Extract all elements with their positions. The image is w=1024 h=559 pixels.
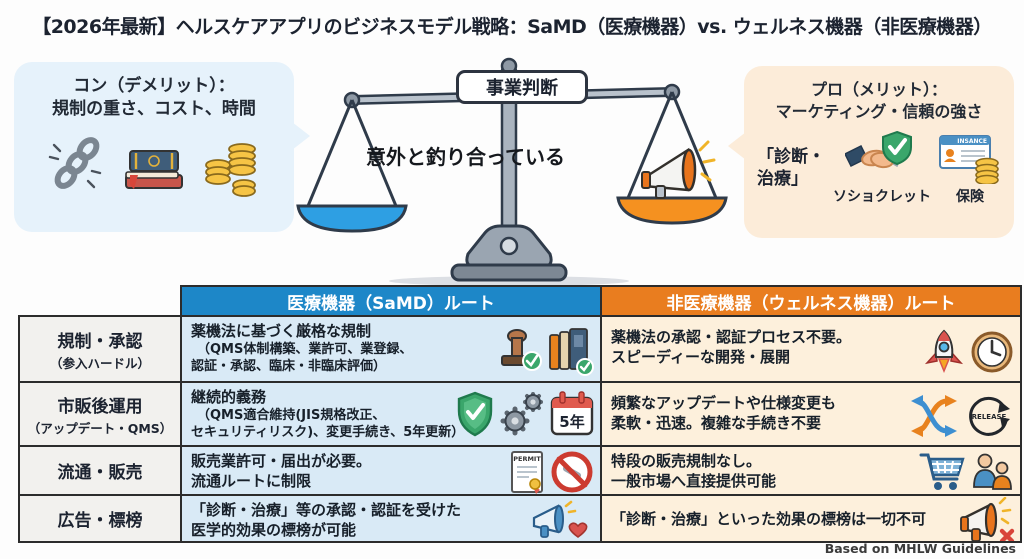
row-label-postmarket: 市販後運用 （アップデート・QMS）	[18, 381, 182, 447]
cell-regulation-samd: 薬機法に基づく厳格な規制 （QMS体制構築、業許可、業登録、 認証・承認、臨床・…	[180, 315, 602, 383]
row-label-distribution: 流通・販売	[18, 445, 182, 496]
calendar-icon: 5年	[549, 389, 595, 439]
source-note: Based on MHLW Guidelines	[824, 541, 1016, 556]
pros-content: 「診断・治療」 ソショクレット	[744, 130, 1014, 206]
books-check-icon	[548, 327, 594, 377]
insurance-label: 保険	[956, 189, 984, 206]
diagnosis-quote: 「診断・治療」	[757, 147, 825, 190]
handshake-shield-icon	[845, 130, 919, 184]
handshake-block: ソショクレット	[833, 130, 931, 206]
pros-heading-2: マーケティング・信頼の強さ	[775, 101, 983, 121]
cons-bubble: コン（デメリット）： 規制の重さ、コスト、時間	[14, 62, 310, 232]
handshake-label: ソショクレット	[833, 189, 931, 206]
balance-caption: 意外と釣り合っている	[366, 145, 565, 169]
prohibition-icon	[550, 450, 594, 494]
shuffle-arrows-icon	[911, 393, 959, 439]
megaphone-heart-icon	[532, 500, 590, 541]
svg-text:5年: 5年	[559, 413, 584, 431]
pros-bubble: プロ（メリット）： マーケティング・信頼の強さ 「診断・治療」	[728, 66, 1014, 238]
decision-label: 事業判断	[456, 70, 588, 104]
cell-postmarket-wellness: 頻繁なアップデートや仕様変更も 柔軟・迅速。複雑な手続き不要 REL	[600, 381, 1022, 447]
row-label-regulation: 規制・承認 （参入ハードル）	[18, 315, 182, 383]
insurance-block: INSANCE 保険	[939, 130, 1001, 206]
cons-icons	[14, 135, 294, 197]
svg-text:INSANCE: INSANCE	[957, 138, 987, 145]
page-title: 【2026年最新】ヘルスケアアプリのビジネスモデル戦略：SaMD（医療機器）vs…	[32, 16, 992, 38]
shopping-cart-icon	[919, 451, 967, 493]
rocket-icon	[923, 329, 965, 375]
release-cycle-icon: RELEASE	[964, 393, 1014, 439]
permit-certificate-icon: PERMIT	[509, 450, 545, 494]
header-samd-route: 医療機器（SaMD）ルート	[180, 285, 602, 317]
insurance-card-icon: INSANCE	[939, 130, 1001, 185]
cell-regulation-wellness: 薬機法の承認・認証プロセス不要。 スピーディーな開発・展開	[600, 315, 1022, 383]
cons-heading-1: コン（デメリット）：	[73, 76, 235, 96]
cell-advertising-wellness: 「診断・治療」といった効果の標榜は一切不可	[600, 494, 1022, 543]
row-label-advertising: 広告・標榜	[18, 494, 182, 543]
header-wellness-route: 非医療機器（ウェルネス機器）ルート	[600, 285, 1022, 317]
svg-text:RELEASE: RELEASE	[972, 413, 1007, 421]
clock-icon	[970, 330, 1014, 374]
megaphone-x-icon	[958, 497, 1018, 541]
cons-heading-2: 規制の重さ、コスト、時間	[52, 98, 256, 119]
people-icon	[972, 451, 1014, 493]
gears-icon	[500, 389, 544, 439]
svg-text:PERMIT: PERMIT	[513, 455, 541, 463]
stamp-check-icon	[497, 328, 543, 376]
cell-advertising-samd: 「診断・治療」等の承認・認証を受けた 医学的効果の標榜が可能	[180, 494, 602, 543]
cell-distribution-wellness: 特段の販売規制なし。 一般市場へ直接提供可能	[600, 445, 1022, 496]
pros-heading-1: プロ（メリット）：	[810, 80, 947, 99]
coins-icon	[202, 135, 260, 197]
cell-distribution-samd: 販売業許可・届出が必要。 流通ルートに制限 PERMIT	[180, 445, 602, 496]
cell-postmarket-samd: 継続的義務 （QMS適合維持(JIS規格改正、 セキュリティリスク)、変更手続き…	[180, 381, 602, 447]
megaphone-icon	[641, 140, 716, 199]
chain-icon	[48, 135, 104, 197]
shield-check-icon	[455, 391, 495, 437]
law-books-icon	[120, 139, 186, 197]
